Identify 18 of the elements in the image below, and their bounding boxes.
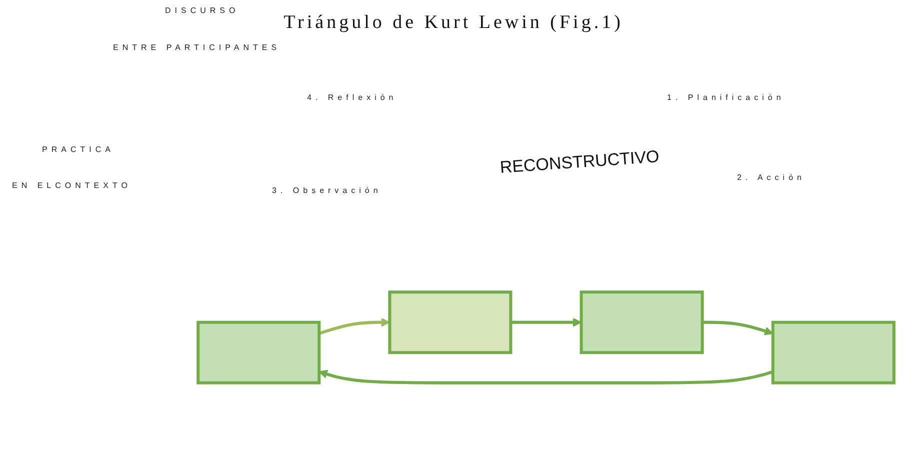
arrow xyxy=(318,370,774,384)
annotation-text: PRACTICA xyxy=(42,145,114,154)
node-box xyxy=(580,290,704,354)
node-box xyxy=(388,290,512,354)
annotation-text: DISCURSO xyxy=(165,6,240,15)
node-box xyxy=(196,320,321,384)
annotation-text: EN ELCONTEXTO xyxy=(12,181,132,190)
diagram-title: Triángulo de Kurt Lewin (Fig.1) xyxy=(282,12,624,34)
annotation-text: 2. Acción xyxy=(737,173,806,182)
arrow xyxy=(318,318,390,335)
node-box xyxy=(771,320,896,384)
annotation-text: 1. Planificación xyxy=(667,93,785,102)
annotation-text: 3. Observación xyxy=(272,186,382,195)
arrow xyxy=(702,320,774,336)
cycle-label: RECONSTRUCTIVO xyxy=(499,146,660,178)
arrow xyxy=(510,318,582,327)
annotation-text: 4. Reflexión xyxy=(307,93,398,102)
annotation-text: ENTRE PARTICIPANTES xyxy=(113,43,281,52)
